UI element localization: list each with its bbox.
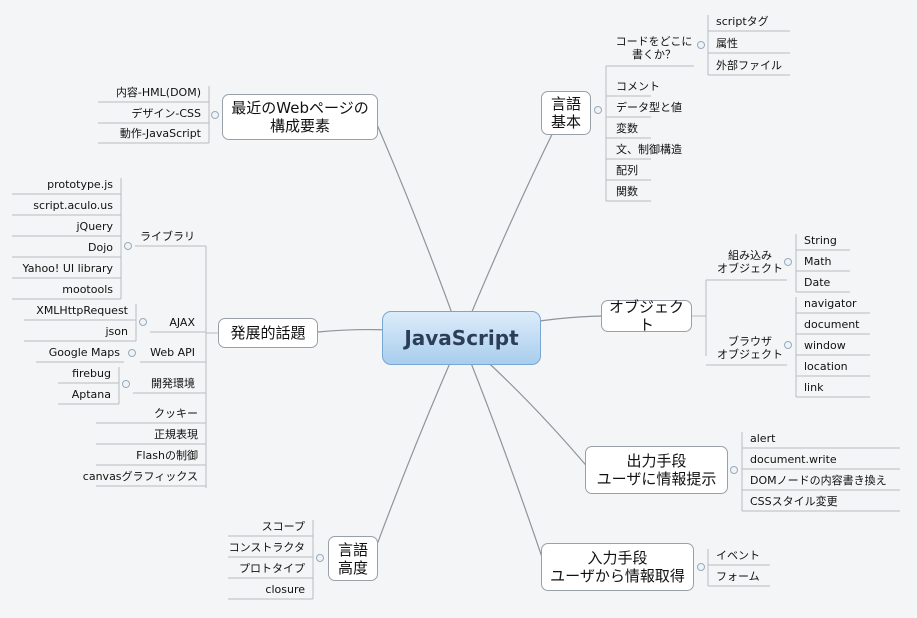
leaf-jquery[interactable]: jQuery: [76, 220, 114, 233]
group-browser-objects[interactable]: ブラウザ オブジェクト: [717, 335, 783, 361]
topic-object[interactable]: オブジェクト: [601, 298, 692, 334]
leaf-script-tag[interactable]: scriptタグ: [716, 15, 769, 28]
library-toggle-icon[interactable]: [124, 242, 132, 250]
leaf-statement[interactable]: 文、制御構造: [616, 143, 682, 156]
leaf-firebug[interactable]: firebug: [72, 367, 111, 380]
leaf-xmlhttprequest[interactable]: XMLHttpRequest: [36, 304, 128, 317]
leaf-comment[interactable]: コメント: [616, 80, 660, 93]
leaf-closure[interactable]: closure: [265, 583, 305, 596]
leaf-function[interactable]: 関数: [616, 185, 638, 198]
leaf-navigator[interactable]: navigator: [804, 297, 857, 310]
branch-connector: [371, 337, 462, 559]
leaf-form[interactable]: フォーム: [716, 570, 760, 583]
leaf-window[interactable]: window: [804, 339, 846, 352]
group-library[interactable]: ライブラリ: [140, 230, 195, 243]
topic-output[interactable]: 出力手段 ユーザに情報提示: [585, 446, 728, 494]
group-code-where[interactable]: コードをどこに 書くか？: [615, 35, 693, 61]
group-builtin-objects[interactable]: 組み込み オブジェクト: [717, 249, 783, 275]
ajax-toggle-icon[interactable]: [139, 318, 147, 326]
leaf-google-maps[interactable]: Google Maps: [48, 346, 120, 359]
leaf-css-style[interactable]: CSSスタイル変更: [750, 495, 838, 508]
browser-toggle-icon[interactable]: [784, 341, 792, 349]
leaf-attribute[interactable]: 属性: [716, 37, 738, 50]
group-web-api[interactable]: Web API: [150, 346, 195, 359]
leaf-cookie[interactable]: クッキー: [154, 407, 198, 420]
input-toggle-icon[interactable]: [697, 563, 705, 571]
leaf-behavior-js[interactable]: 動作-JavaScript: [119, 127, 201, 140]
leaf-mootools[interactable]: mootools: [62, 283, 113, 296]
leaf-string[interactable]: String: [804, 234, 837, 247]
builtin-toggle-icon[interactable]: [784, 258, 792, 266]
leaf-content-dom[interactable]: 内容-HML(DOM): [115, 86, 201, 99]
lang-basic-toggle-icon[interactable]: [594, 106, 602, 114]
leaf-document-write[interactable]: document.write: [750, 453, 837, 466]
leaf-constructor[interactable]: コンストラクタ: [228, 541, 305, 554]
group-ajax[interactable]: AJAX: [169, 316, 195, 329]
leaf-math[interactable]: Math: [804, 255, 832, 268]
leaf-document[interactable]: document: [804, 318, 860, 331]
topic-lang-advanced[interactable]: 言語 高度: [328, 536, 378, 581]
branch-connector: [374, 119, 462, 339]
webapi-toggle-icon[interactable]: [128, 349, 136, 357]
branch-connector: [460, 117, 561, 339]
topic-advanced[interactable]: 発展的話題: [218, 318, 318, 348]
topic-input[interactable]: 入力手段 ユーザから情報取得: [541, 543, 694, 591]
recent-toggle-icon[interactable]: [211, 111, 219, 119]
leaf-design-css[interactable]: デザイン-CSS: [131, 107, 201, 120]
leaf-array[interactable]: 配列: [616, 164, 638, 177]
central-topic-javascript[interactable]: JavaScript: [382, 311, 541, 365]
leaf-date[interactable]: Date: [804, 276, 831, 289]
leaf-alert[interactable]: alert: [750, 432, 776, 445]
leaf-json[interactable]: json: [105, 325, 129, 338]
leaf-event[interactable]: イベント: [716, 549, 760, 562]
leaf-external-file[interactable]: 外部ファイル: [716, 59, 782, 72]
output-toggle-icon[interactable]: [730, 466, 738, 474]
leaf-scope[interactable]: スコープ: [261, 520, 305, 533]
leaf-yahoo-ui[interactable]: Yahoo! UI library: [22, 262, 113, 275]
lang-adv-toggle-icon[interactable]: [316, 554, 324, 562]
code-where-toggle-icon[interactable]: [697, 41, 705, 49]
leaf-link[interactable]: link: [804, 381, 824, 394]
leaf-prototype-jp[interactable]: プロトタイプ: [239, 562, 305, 575]
topic-recent-web[interactable]: 最近のWebページの 構成要素: [222, 94, 378, 140]
group-dev-env[interactable]: 開発環境: [151, 377, 195, 390]
leaf-dojo[interactable]: Dojo: [88, 241, 113, 254]
leaf-data-type[interactable]: データ型と値: [616, 101, 682, 114]
topic-lang-basic[interactable]: 言語 基本: [541, 91, 591, 135]
leaf-regex[interactable]: 正規表現: [154, 428, 198, 441]
leaf-aptana[interactable]: Aptana: [71, 388, 111, 401]
leaf-canvas-graphics[interactable]: canvasグラフィックス: [82, 470, 198, 483]
leaf-dom-rewrite[interactable]: DOMノードの内容書き換え: [750, 474, 887, 487]
devenv-toggle-icon[interactable]: [122, 380, 130, 388]
branch-connector: [460, 337, 546, 567]
leaf-location[interactable]: location: [804, 360, 848, 373]
leaf-flash-control[interactable]: Flashの制御: [136, 449, 198, 462]
leaf-prototype-js[interactable]: prototype.js: [47, 178, 113, 191]
leaf-scriptaculous[interactable]: script.aculo.us: [33, 199, 113, 212]
leaf-variable[interactable]: 変数: [616, 122, 638, 135]
